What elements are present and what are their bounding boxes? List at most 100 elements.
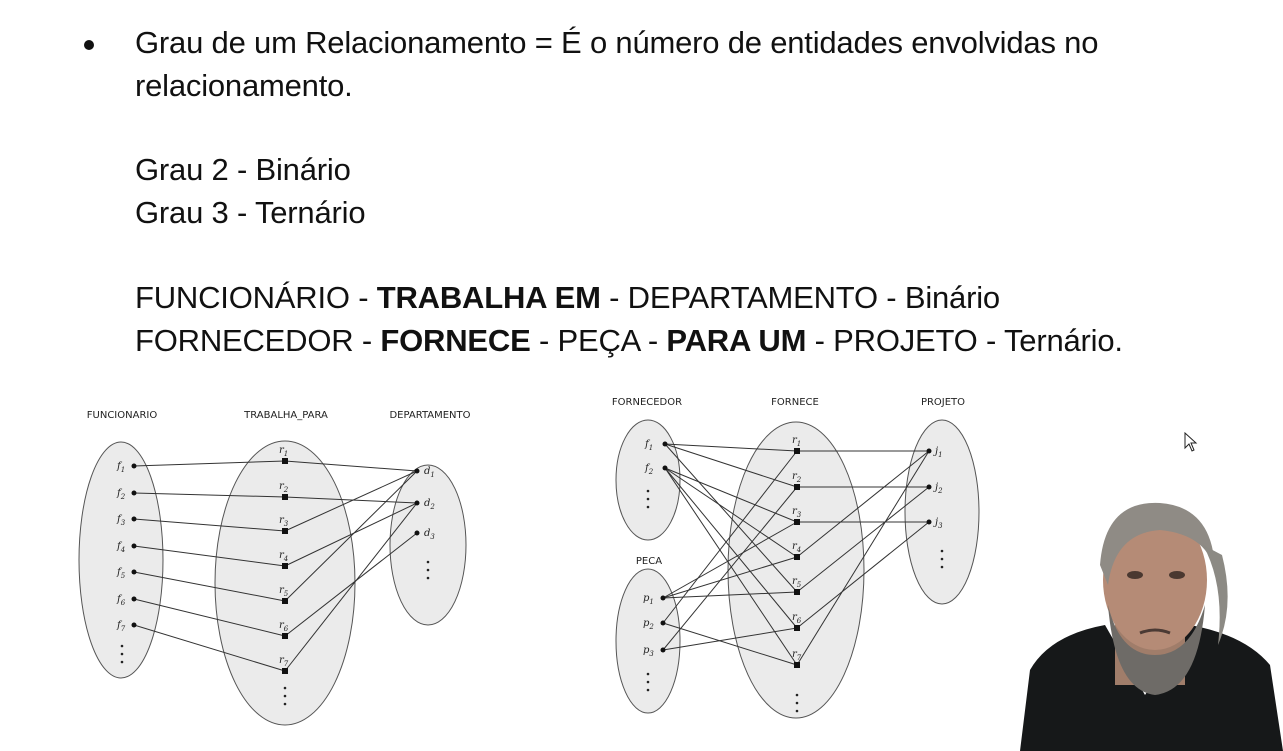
- bullet-point: [84, 40, 94, 50]
- header-fornecedor: FORNECEDOR: [612, 397, 682, 408]
- label-r4: r4: [792, 541, 801, 554]
- definition-line-2: relacionamento.: [135, 68, 353, 103]
- degree-2-text: Grau 2 - Binário: [135, 152, 351, 187]
- ellipse-funcionario: [78, 441, 164, 679]
- line-f-r-6: [664, 467, 798, 629]
- point-j1: [926, 448, 932, 454]
- degree-3-text: Grau 3 - Ternário: [135, 195, 366, 230]
- line-f-r-1: [664, 443, 798, 452]
- header-peca: PECA: [636, 556, 662, 567]
- ellipse-departamento: [389, 464, 467, 626]
- ex1-part-a: FUNCIONÁRIO -: [135, 280, 377, 315]
- line-f-r-7: [133, 624, 286, 672]
- point-f2: [131, 490, 137, 496]
- point-r2: [794, 484, 800, 490]
- presenter-webcam: [1020, 495, 1283, 751]
- ex1-part-c: - DEPARTAMENTO - Binário: [600, 280, 1000, 315]
- ellipsis-fornece: [795, 693, 799, 713]
- label-r6: r6: [279, 620, 289, 633]
- header-departamento: DEPARTAMENTO: [389, 410, 470, 421]
- header-trabalha-para: TRABALHA_PARA: [243, 410, 328, 421]
- point-j3: [926, 519, 932, 525]
- ex2-part-e: - PROJETO - Ternário.: [806, 323, 1123, 358]
- left-connections: [133, 460, 418, 672]
- label-f6: f6: [116, 594, 126, 607]
- point-r1: [282, 458, 288, 464]
- point-r2: [282, 494, 288, 500]
- line-r-j-6: [796, 521, 930, 629]
- point-f1: [131, 463, 137, 469]
- line-f-r-4: [664, 467, 798, 558]
- label-r3: r3: [279, 515, 289, 528]
- definition-line-1: Grau de um Relacionamento = É o número d…: [135, 25, 1099, 60]
- label-d3: d3: [424, 528, 435, 541]
- label-r5: r5: [279, 585, 289, 598]
- header-projeto: PROJETO: [921, 397, 965, 408]
- label-r7: r7: [792, 649, 802, 662]
- point-r7: [282, 668, 288, 674]
- label-p2: p2: [643, 618, 654, 631]
- point-r1: [794, 448, 800, 454]
- line-f-r-3: [133, 518, 286, 532]
- header-fornece: FORNECE: [771, 397, 819, 408]
- binary-diagram: FUNCIONARIO TRABALHA_PARA DEPARTAMENTO f…: [78, 410, 471, 726]
- label-r5: r5: [792, 576, 802, 589]
- label-r3: r3: [792, 506, 802, 519]
- label-p3: p3: [643, 645, 654, 658]
- line-r-d-4: [284, 502, 418, 567]
- label-j3: j3: [933, 517, 943, 530]
- label-p1: p1: [643, 593, 654, 606]
- label-r1: r1: [792, 435, 801, 448]
- label-r7: r7: [279, 655, 289, 668]
- ex2-relationship-1: FORNECE: [380, 323, 531, 358]
- label-r6: r6: [792, 612, 802, 625]
- line-r-d-2: [284, 496, 418, 504]
- line-f-r-4: [133, 545, 286, 567]
- label-f1: f1: [116, 461, 125, 474]
- line-r-j-7: [796, 450, 930, 666]
- point-p1: [660, 595, 666, 601]
- point-f1: [662, 441, 668, 447]
- point-f5: [131, 569, 137, 575]
- point-p2: [660, 620, 666, 626]
- line-p-r-2: [662, 486, 798, 651]
- point-r4: [794, 554, 800, 560]
- line-f-r-2: [664, 443, 798, 488]
- line-r-d-7: [284, 502, 418, 672]
- ex2-part-a: FORNECEDOR -: [135, 323, 381, 358]
- point-r3: [794, 519, 800, 525]
- ellipsis-projeto: [940, 549, 944, 569]
- line-f-r-5: [133, 571, 286, 602]
- ellipse-projeto: [904, 419, 980, 605]
- line-r-d-3: [284, 470, 418, 532]
- label-f4: f4: [116, 541, 125, 554]
- label-j2: j2: [933, 482, 943, 495]
- line-f-r-5: [664, 443, 798, 593]
- line-p-r-7: [662, 622, 798, 666]
- header-funcionario: FUNCIONARIO: [87, 410, 158, 421]
- ellipsis-fornecedor: [646, 489, 650, 509]
- ternary-diagram: FORNECEDOR FORNECE PROJETO PECA f1f2p1p2…: [612, 397, 980, 719]
- line-r-d-1: [284, 460, 418, 472]
- line-f-r-2: [133, 492, 286, 498]
- label-f5: f5: [116, 567, 126, 580]
- point-r4: [282, 563, 288, 569]
- point-p3: [660, 647, 666, 653]
- point-r5: [282, 598, 288, 604]
- line-f-r-3: [664, 467, 798, 523]
- line-r-j-5: [796, 486, 930, 593]
- point-r3: [282, 528, 288, 534]
- point-f7: [131, 622, 137, 628]
- ellipsis-departamento: [426, 560, 430, 580]
- er-diagrams: FUNCIONARIO TRABALHA_PARA DEPARTAMENTO f…: [78, 397, 980, 726]
- label-d1: d1: [424, 466, 435, 479]
- ex2-relationship-2: PARA UM: [666, 323, 807, 358]
- ellipse-fornecedor: [615, 419, 681, 541]
- ellipse-peca: [615, 568, 681, 714]
- point-j2: [926, 484, 932, 490]
- ellipsis-trabalha: [283, 686, 287, 706]
- ellipsis-peca: [646, 672, 650, 692]
- line-f-r-7: [664, 467, 798, 666]
- line-r-d-6: [284, 532, 418, 637]
